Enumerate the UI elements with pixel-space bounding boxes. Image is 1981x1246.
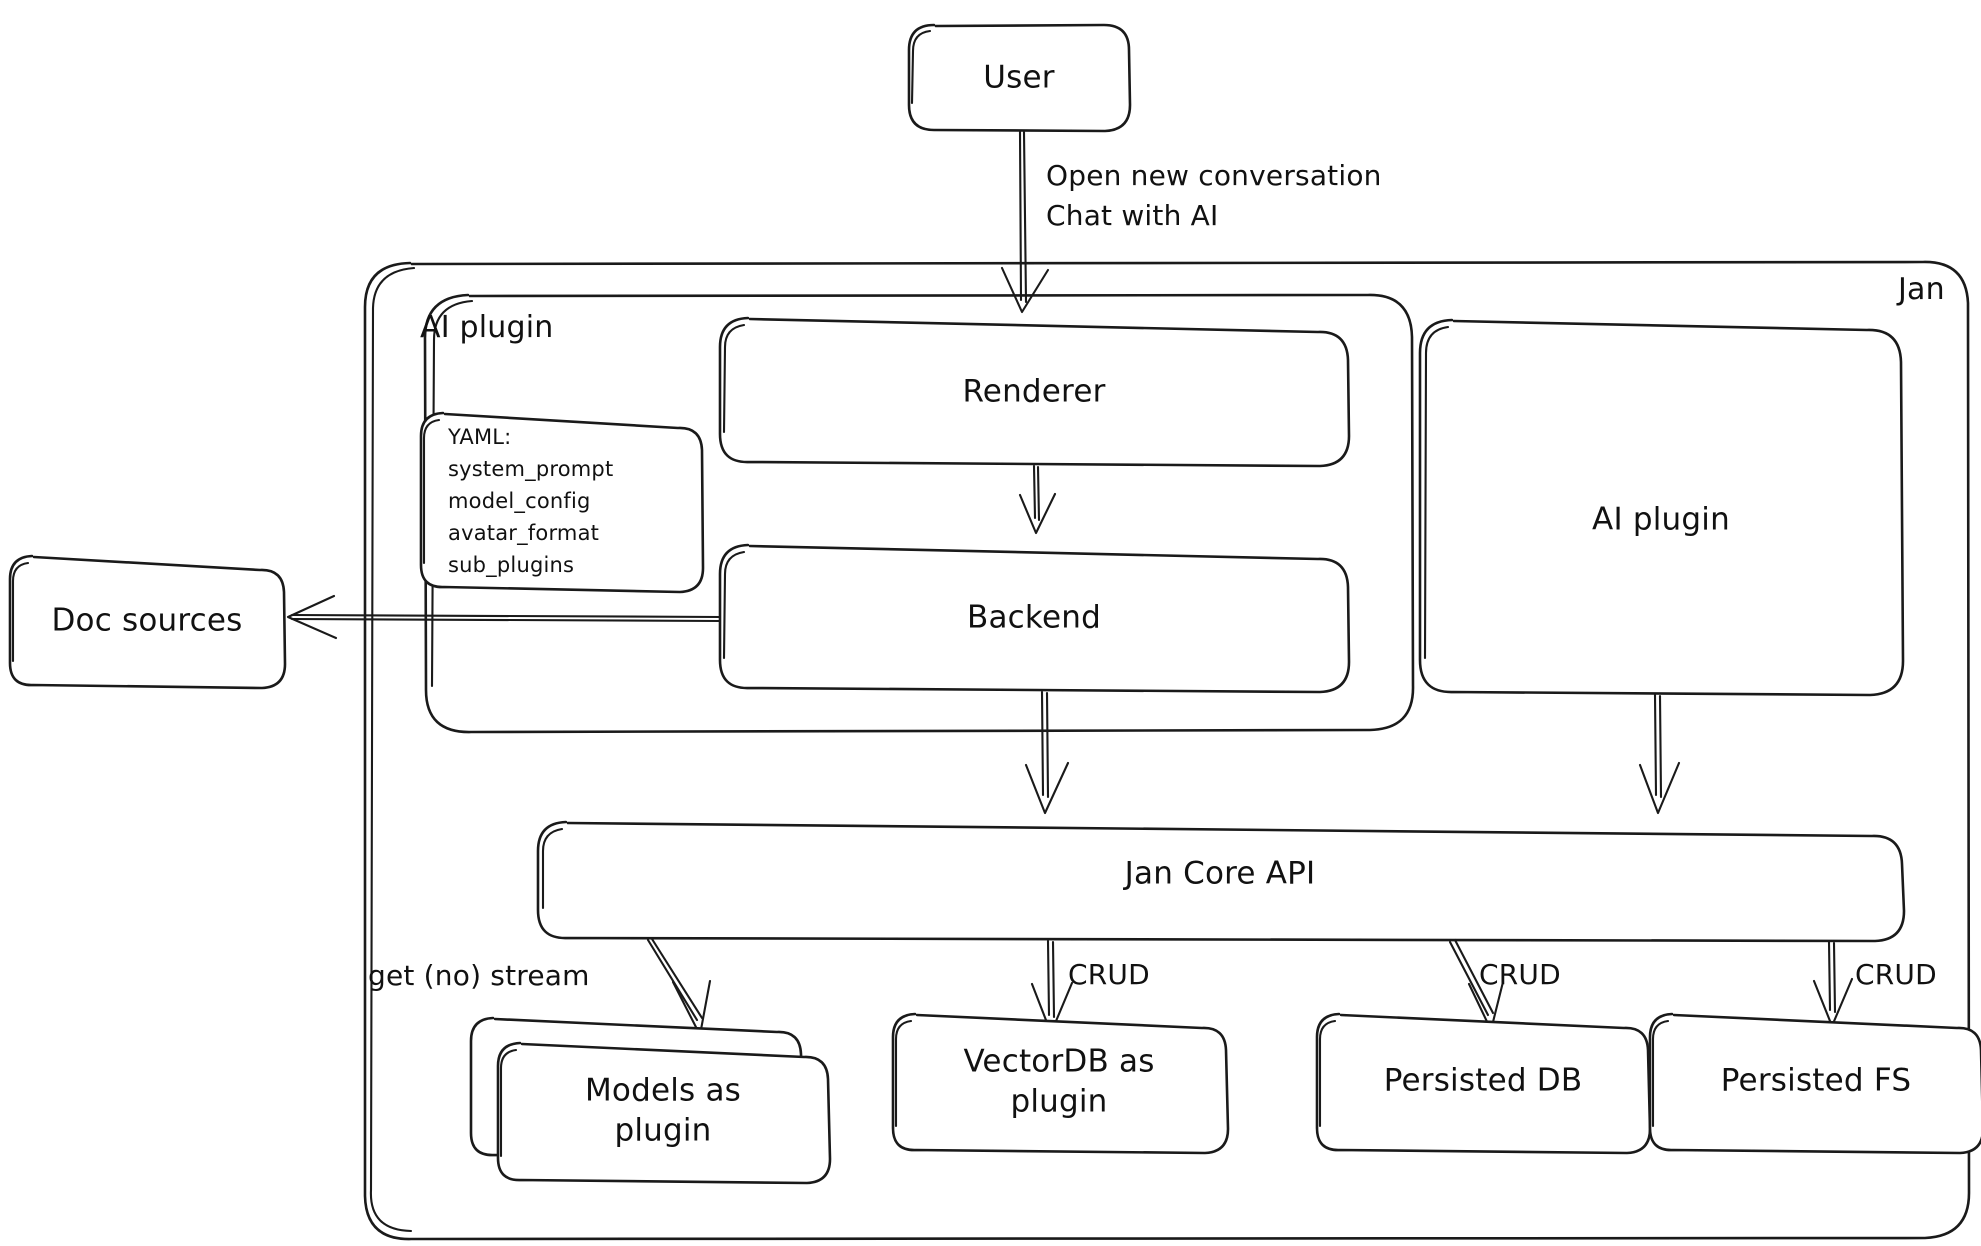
renderer-label: Renderer [962,373,1106,410]
jan-core-api-label: Jan Core API [1124,855,1316,892]
doc-sources-label: Doc sources [51,602,243,639]
backend-label: Backend [967,599,1101,636]
edge-label-core-to-models: get (no) stream [368,959,590,992]
yaml-key-avatar-format: avatar_format [448,521,600,545]
ai-plugin-container-label: AI plugin [420,310,554,345]
user-label: User [983,59,1055,96]
yaml-key-system-prompt: system_prompt [448,457,614,481]
yaml-heading: YAML: [448,425,512,449]
ai-plugin-box-label: AI plugin [1592,501,1730,538]
edge-backend-to-doc-sources [286,594,722,640]
edge-core-to-persisted-fs [1812,940,1854,1028]
models-plugin-label: Models as plugin [584,1072,742,1149]
yaml-key-sub-plugins: sub_plugins [448,553,575,577]
persisted-fs-label: Persisted FS [1720,1062,1912,1099]
edge-core-to-vectordb [1030,939,1074,1035]
edge-renderer-to-backend [1018,464,1057,535]
persisted-db-label: Persisted DB [1383,1062,1583,1099]
yaml-key-model-config: model_config [448,489,591,513]
edge-user-to-renderer [1000,130,1050,314]
edge-ai-plugin-to-core [1638,693,1681,815]
edge-core-to-models [646,937,712,1037]
edge-label-user-to-renderer: Open new conversation Chat with AI [1046,159,1382,232]
edge-label-core-to-persisted-fs: CRUD [1855,958,1937,991]
vectordb-plugin-label: VectorDB as plugin [963,1043,1155,1120]
edge-label-core-to-persisted-db: CRUD [1479,958,1561,991]
edge-backend-to-core [1024,690,1070,815]
jan-container-label: Jan [1898,272,1945,307]
edge-label-core-to-vectordb: CRUD [1068,958,1150,991]
